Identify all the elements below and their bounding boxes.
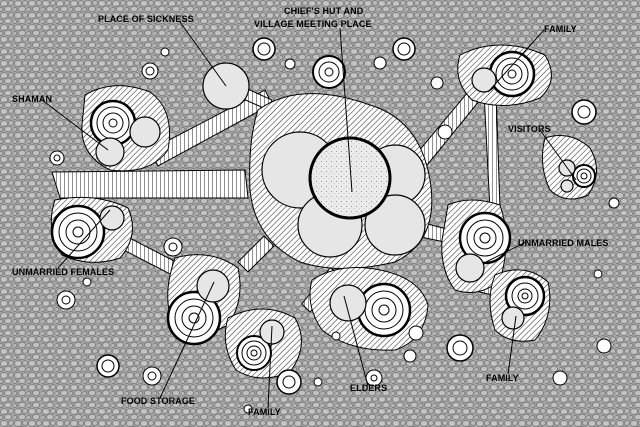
leader-lines bbox=[41, 21, 577, 409]
ring-huts bbox=[49, 37, 620, 414]
label-family-bottom: FAMILY bbox=[248, 407, 281, 417]
label-shaman: SHAMAN bbox=[12, 94, 52, 104]
label-chiefs-hut-line2: VILLAGE MEETING PLACE bbox=[254, 19, 372, 29]
label-unmarried-males: UNMARRIED MALES bbox=[518, 238, 609, 248]
label-family-top: FAMILY bbox=[544, 24, 577, 34]
label-place-of-sickness: PLACE OF SICKNESS bbox=[98, 14, 194, 24]
label-unmarried-females: UNMARRIED FEMALES bbox=[12, 267, 114, 277]
label-food-storage: FOOD STORAGE bbox=[121, 396, 195, 406]
label-family-right: FAMILY bbox=[486, 373, 519, 383]
label-elders: ELDERS bbox=[350, 383, 387, 393]
label-chiefs-hut-line1: CHIEF'S HUT AND bbox=[284, 6, 364, 16]
map-labels: PLACE OF SICKNESS CHIEF'S HUT AND VILLAG… bbox=[12, 6, 609, 417]
label-visitors: VISITORS bbox=[508, 124, 551, 134]
chiefs-hut bbox=[261, 131, 426, 258]
